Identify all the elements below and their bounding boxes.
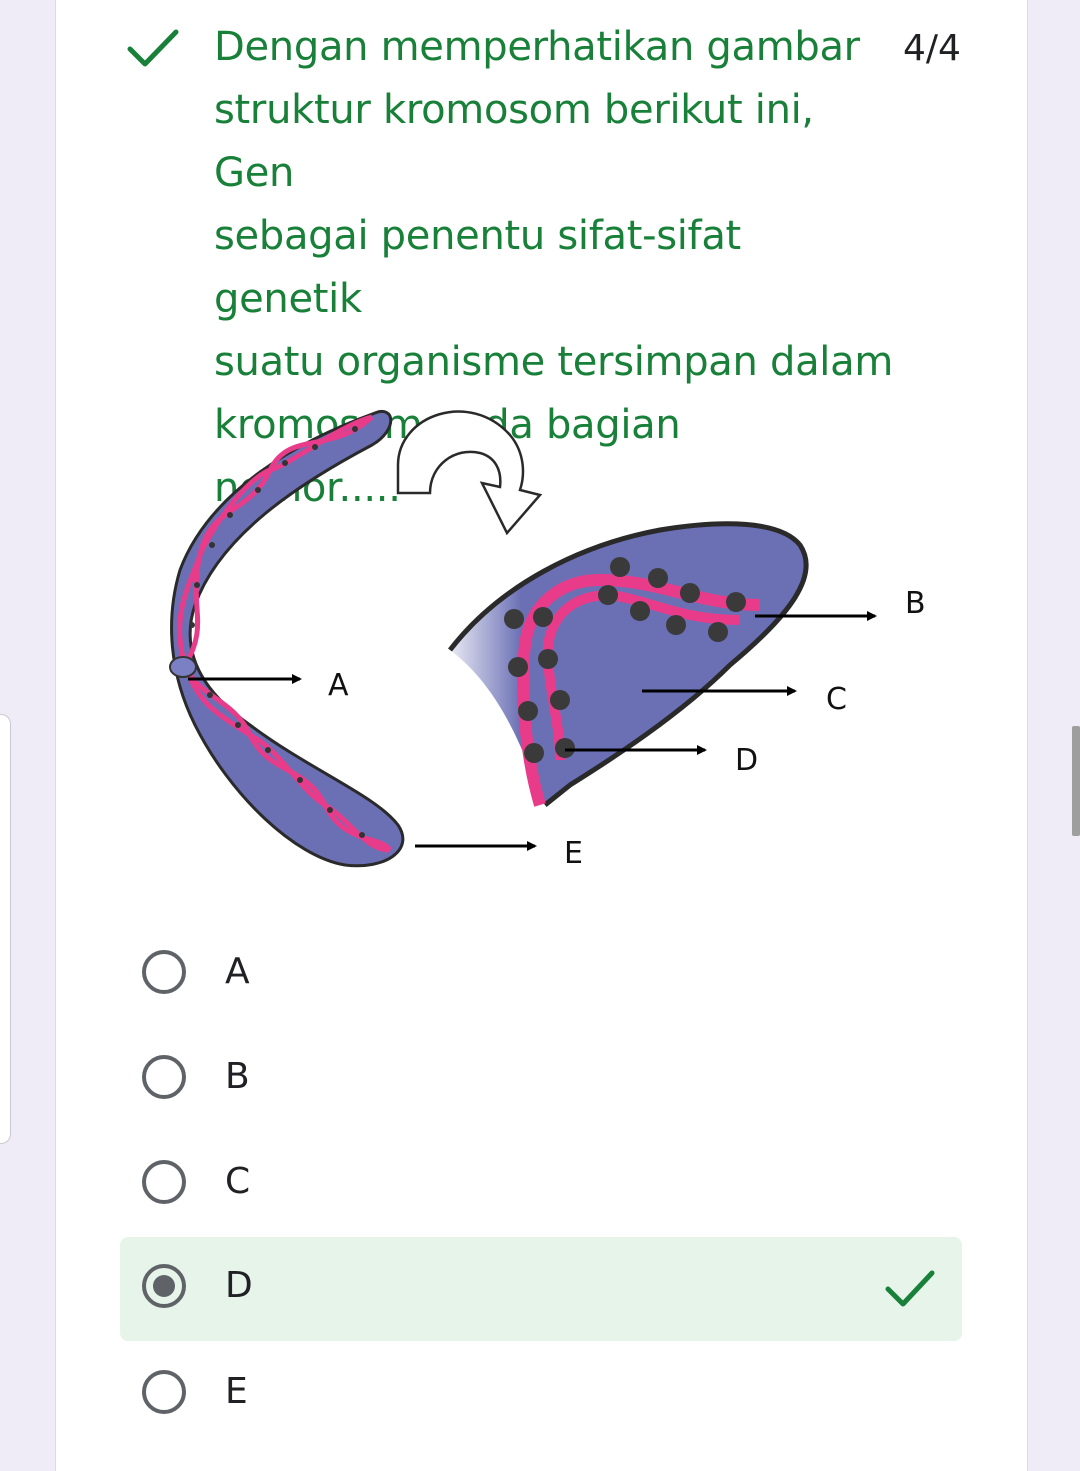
option-c[interactable]: C xyxy=(120,1133,962,1237)
figure-label-d: D xyxy=(735,743,758,778)
option-b[interactable]: B xyxy=(120,1028,962,1132)
question-line: suatu organisme tersimpan dalam xyxy=(214,339,893,385)
chromosome-left-body xyxy=(170,410,405,868)
radio-button-selected[interactable] xyxy=(142,1264,186,1308)
question-line: Dengan memperhatikan gambar xyxy=(214,24,860,70)
question-line: sebagai penentu sifat-sifat genetik xyxy=(214,213,741,322)
option-d[interactable]: D xyxy=(120,1237,962,1341)
gene-dots-right xyxy=(504,557,746,763)
curved-arrow-icon xyxy=(396,410,543,536)
scrollbar-thumb[interactable] xyxy=(1072,726,1080,836)
checkmark-icon xyxy=(127,29,179,67)
radio-button[interactable] xyxy=(142,1055,186,1099)
radio-button[interactable] xyxy=(142,1370,186,1414)
figure-label-c: C xyxy=(826,682,847,717)
option-a[interactable]: A xyxy=(120,923,962,1027)
radio-dot xyxy=(153,1275,175,1297)
option-label: C xyxy=(225,1161,251,1202)
option-e[interactable]: E xyxy=(120,1343,962,1447)
option-label: A xyxy=(225,951,250,992)
score-badge: 4/4 xyxy=(903,28,961,69)
centromere xyxy=(169,656,197,678)
figure-label-a: A xyxy=(328,668,349,703)
question-line: struktur kromosom berikut ini, Gen xyxy=(214,87,814,196)
figure-label-b: B xyxy=(905,586,926,621)
correct-checkmark-icon xyxy=(885,1270,935,1307)
radio-button[interactable] xyxy=(142,1160,186,1204)
option-label: E xyxy=(225,1371,248,1412)
dna-strand xyxy=(542,589,741,761)
gene-dots-left xyxy=(189,426,365,838)
chromosome-right-body xyxy=(450,523,807,805)
chromosome-diagram: A B C D E xyxy=(169,410,926,871)
question-title: Dengan memperhatikan gambar struktur kro… xyxy=(214,16,894,520)
option-label: B xyxy=(225,1056,250,1097)
figure-label-e: E xyxy=(564,836,583,871)
side-panel-edge xyxy=(0,714,11,1144)
chromosome-right-outline xyxy=(448,521,809,807)
radio-button[interactable] xyxy=(142,950,186,994)
option-label: D xyxy=(225,1265,253,1306)
